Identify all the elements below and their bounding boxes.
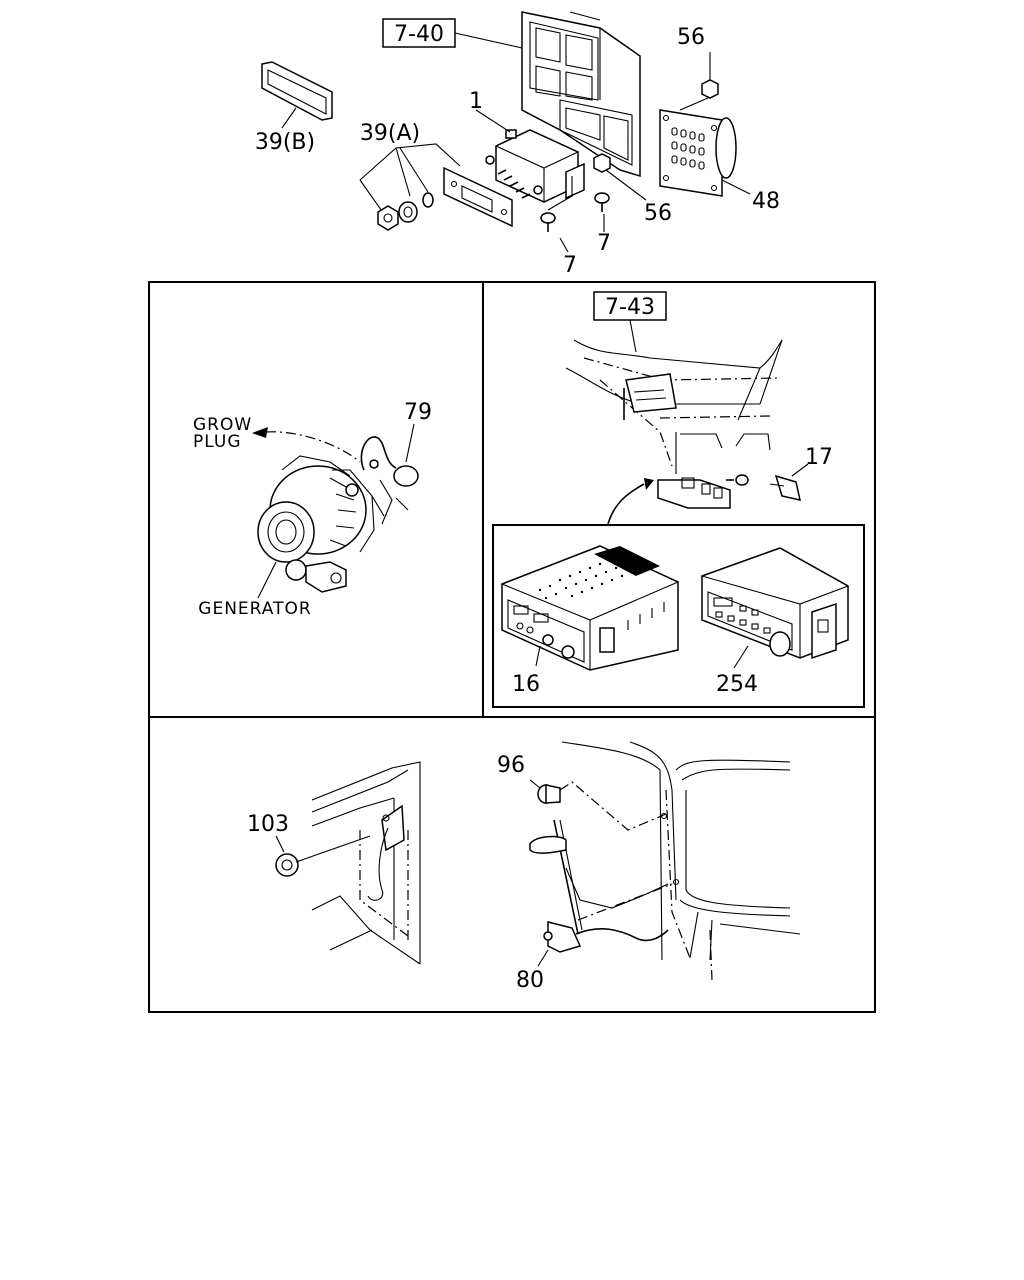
antenna-80[interactable] (529, 819, 669, 953)
nut-56-upper[interactable] (701, 79, 719, 99)
callout-16[interactable]: 16 (512, 672, 540, 697)
nut-56-lower[interactable] (593, 153, 611, 173)
frame-lower (148, 716, 876, 1013)
ref-label-7-43[interactable]: 7-43 (605, 295, 655, 320)
washer-39a[interactable] (422, 192, 434, 208)
radio-options-box (492, 524, 865, 708)
frame-upper (148, 281, 876, 718)
ref-box-7-43[interactable] (593, 291, 667, 321)
ref-label-7-40[interactable]: 7-40 (394, 22, 444, 47)
generator-panel: GROW PLUG (193, 400, 432, 619)
bottom-left-door (311, 761, 421, 965)
callout-254[interactable]: 254 (716, 672, 758, 697)
callout-56-lower[interactable]: 56 (644, 201, 672, 226)
speaker-part-48[interactable] (659, 109, 737, 197)
knob-96[interactable] (537, 784, 561, 804)
bushing-39a[interactable] (398, 201, 418, 223)
callout-56-upper[interactable]: 56 (677, 25, 705, 50)
radio-unit-16[interactable] (500, 545, 680, 671)
radio-unit-254[interactable] (700, 547, 850, 660)
gasket-39b[interactable] (261, 61, 333, 121)
callout-39a[interactable]: 39(A) (360, 121, 420, 146)
bottom-right-cab (561, 741, 801, 981)
callout-48[interactable]: 48 (752, 189, 780, 214)
bezel-plate[interactable] (443, 166, 513, 228)
grommet-103[interactable] (275, 853, 299, 877)
callout-96[interactable]: 96 (497, 753, 525, 778)
callout-39b[interactable]: 39(B) (255, 130, 315, 155)
dashboard-outline (565, 339, 783, 474)
switch-part-1[interactable] (485, 129, 585, 203)
screw-7-a[interactable] (540, 212, 556, 232)
nut-39a[interactable] (377, 205, 399, 231)
radio-bracket[interactable] (657, 477, 731, 509)
top-assembly: 7-40 39(B) 39(A) (255, 11, 780, 278)
grow-plug-relay-79[interactable] (360, 436, 419, 525)
callout-1[interactable]: 1 (469, 89, 483, 114)
grow-plug-label-2: PLUG (193, 432, 242, 452)
callout-7-a[interactable]: 7 (563, 253, 577, 278)
generator-body[interactable] (257, 455, 375, 593)
radio-panel: 7-43 17 (492, 291, 865, 708)
clip-part-17[interactable] (769, 474, 801, 501)
callout-80[interactable]: 80 (516, 968, 544, 993)
generator-label: GENERATOR (198, 599, 311, 619)
callout-7-b[interactable]: 7 (597, 231, 611, 256)
callout-103[interactable]: 103 (247, 812, 289, 837)
screw-near-17[interactable] (726, 474, 749, 486)
screw-7-b[interactable] (594, 192, 610, 212)
callout-17[interactable]: 17 (805, 445, 833, 470)
console-frame (521, 11, 641, 178)
callout-79[interactable]: 79 (404, 400, 432, 425)
ref-box-7-40[interactable] (382, 18, 456, 48)
grow-plug-label-1: GROW (193, 415, 252, 435)
